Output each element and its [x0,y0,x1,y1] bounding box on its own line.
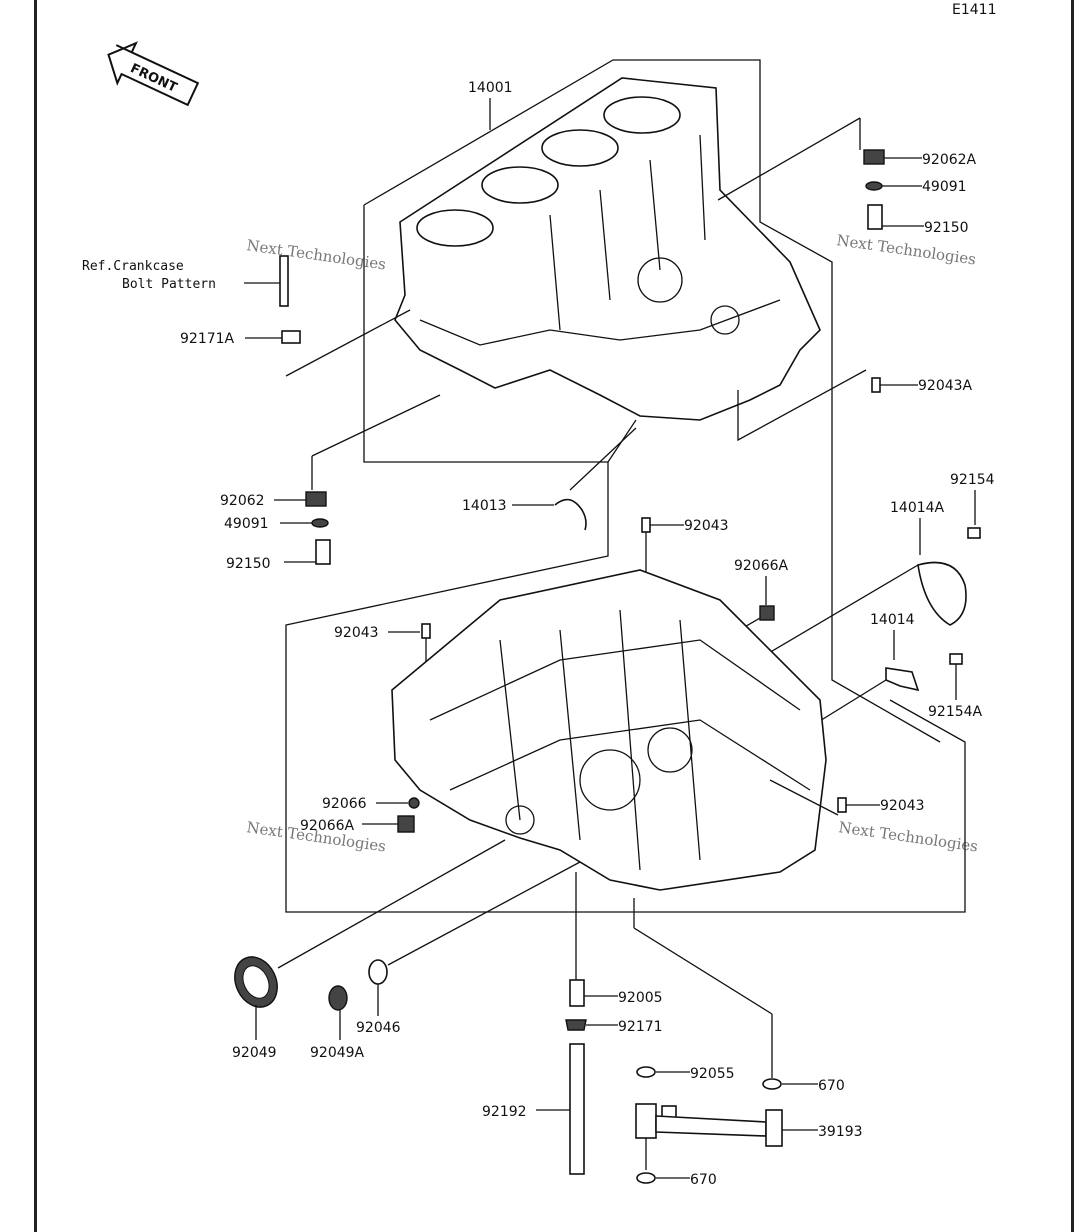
part-label-92066A-top: 92066A [734,558,789,574]
part-14013 [554,498,587,531]
part-label-92005: 92005 [618,990,663,1006]
part-label-670-b: 670 [690,1172,717,1188]
part-label-49091-top: 49091 [922,179,967,195]
watermark: Next Technologies [837,818,979,855]
part-92043 [641,517,651,533]
part-92150 [315,539,331,565]
part-label-92055: 92055 [690,1066,735,1082]
part-92154A [949,653,963,665]
part-label-92192: 92192 [482,1104,527,1120]
part-92043A [871,377,881,393]
part-39193 [635,1103,783,1147]
diagram-code: E1411 [952,2,996,18]
part-label-92043-a: 92043 [684,518,729,534]
part-label-92150-top: 92150 [924,220,969,236]
part-label-92062A: 92062A [922,152,977,168]
part-label-92043-b: 92043 [334,625,379,641]
part-14014A [917,561,967,626]
watermark: Next Technologies [835,231,977,268]
part-label-92150: 92150 [226,556,271,572]
part-label-92043-c: 92043 [880,798,925,814]
watermark: Next Technologies [245,236,387,273]
part-92154 [967,527,981,539]
part-92049A [328,985,348,1011]
part-label-14001: 14001 [468,80,513,96]
part-label-49091: 49091 [224,516,269,532]
part-92043-right [837,797,847,813]
part-label-39193: 39193 [818,1124,863,1140]
part-92066A-lower [397,815,415,833]
reference-note-line2: Bolt Pattern [122,277,216,292]
leader-line [737,369,867,442]
part-label-92171: 92171 [618,1019,663,1035]
part-92066A [759,605,775,621]
part-92005 [569,979,585,1007]
part-92066 [408,797,420,809]
part-92046 [368,959,388,985]
part-label-92066: 92066 [322,796,367,812]
part-label-92062: 92062 [220,493,265,509]
part-label-92154A: 92154A [928,704,983,720]
part-label-14013: 14013 [462,498,507,514]
part-92043-left [421,623,431,639]
part-label-92171A: 92171A [180,331,235,347]
part-92171 [565,1019,587,1031]
frame-border-right [1071,0,1074,1232]
part-14014 [885,667,920,692]
part-label-92043A: 92043A [918,378,973,394]
part-label-670-a: 670 [818,1078,845,1094]
part-670-lower [636,1172,656,1184]
part-49091 [311,518,329,528]
lower-crankcase [391,569,827,891]
group-bracket [363,59,941,743]
part-670-upper [762,1078,782,1090]
part-49091-top [865,181,883,191]
part-92055 [636,1066,656,1078]
part-92062 [305,491,327,507]
part-label-92049A: 92049A [310,1045,365,1061]
part-label-92049: 92049 [232,1045,277,1061]
upper-crankcase [394,77,821,421]
part-92150-top [867,204,883,230]
part-label-14014: 14014 [870,612,915,628]
reference-note-line1: Ref.Crankcase [82,259,184,274]
frame-border-left [34,0,37,1232]
part-label-14014A: 14014A [890,500,945,516]
front-arrow-icon: FRONT [107,41,200,107]
part-label-92046: 92046 [356,1020,401,1036]
part-label-92154: 92154 [950,472,995,488]
part-92062A [863,149,885,165]
part-92192 [569,1043,585,1175]
part-label-92066A: 92066A [300,818,355,834]
